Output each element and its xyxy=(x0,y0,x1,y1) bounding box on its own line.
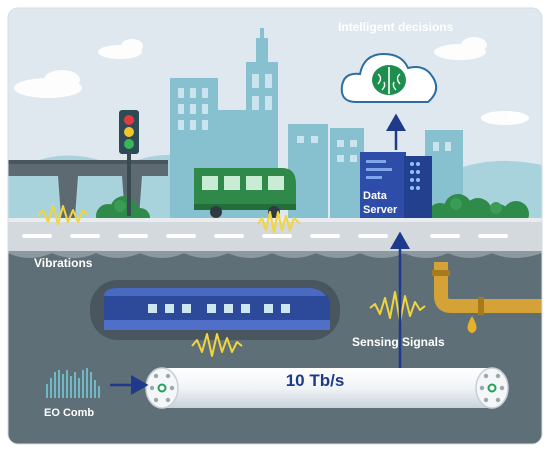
sensing-signals-label: Sensing Signals xyxy=(352,335,445,349)
capacity-label: 10 Tb/s xyxy=(285,371,345,390)
vibrations-label: Vibrations xyxy=(34,256,93,270)
train-vibration-wave xyxy=(191,333,243,357)
intelligent-decisions-label: Intelligent decisions xyxy=(338,20,454,34)
brain-icon xyxy=(372,65,406,95)
sensing-signal-wave xyxy=(369,291,426,323)
sky-clouds xyxy=(14,37,529,125)
server-icon xyxy=(360,152,432,218)
pipeline-icon xyxy=(432,262,542,315)
bush-highlights xyxy=(114,198,502,214)
oil-drop-icon xyxy=(467,316,477,333)
soil-layer xyxy=(8,250,542,258)
fiber-cable xyxy=(145,367,509,409)
building-windows xyxy=(178,74,451,162)
eo-comb-spectrum xyxy=(46,368,100,398)
road-vibration-waves xyxy=(37,205,301,233)
traffic-light-icon xyxy=(119,110,139,216)
data-server-label: Data Server xyxy=(363,189,397,217)
road-markings xyxy=(22,234,508,238)
diagram-frame xyxy=(7,7,543,445)
data-server-label-line2: Server xyxy=(363,204,398,216)
subway-windows xyxy=(148,304,290,313)
fiber-cores xyxy=(149,373,505,403)
data-server-label-line1: Data xyxy=(363,190,387,202)
eo-comb-label: EO Comb xyxy=(44,407,95,419)
